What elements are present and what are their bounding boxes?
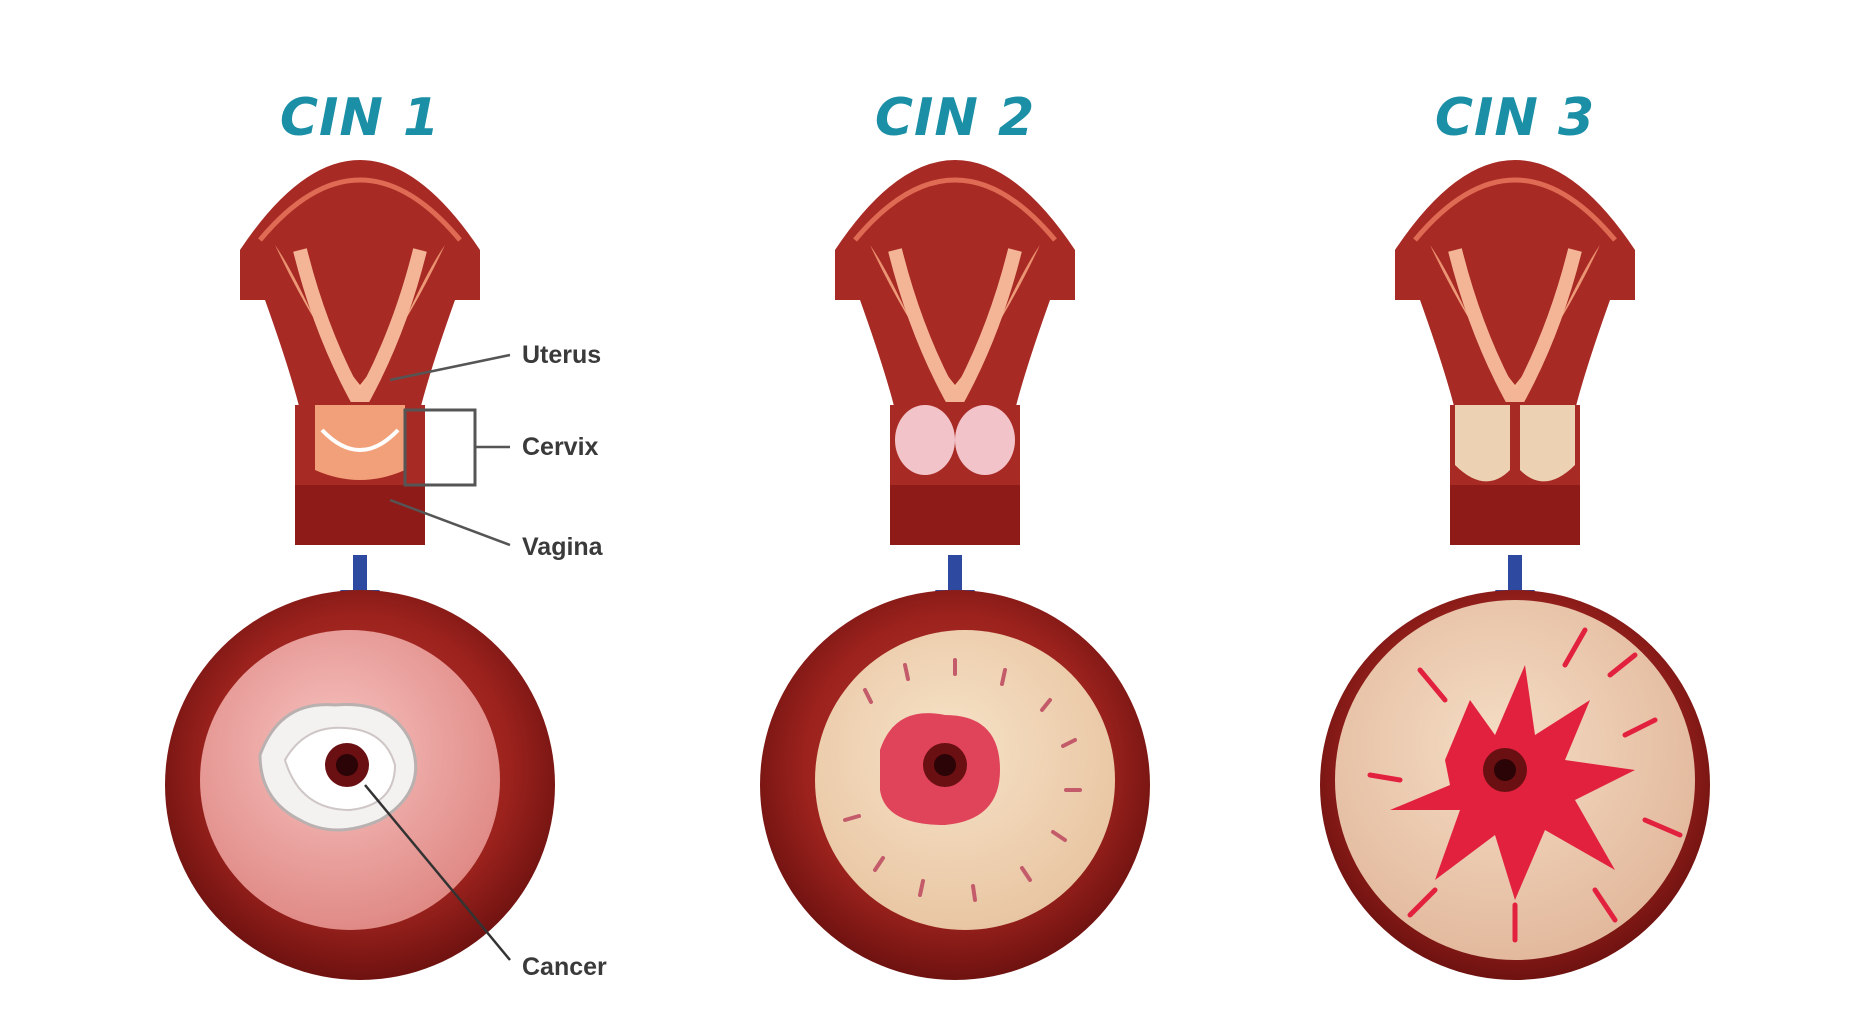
- panel-cin-1: CIN 1: [60, 0, 660, 1024]
- panel-title-cin-3: CIN 3: [1434, 88, 1596, 148]
- cervix-vagina-cross-section: [890, 405, 1020, 545]
- panel-cin-3: CIN 3: [1215, 0, 1815, 1024]
- cervix-vagina-cross-section: [295, 405, 425, 545]
- label-uterus: Uterus: [522, 341, 602, 369]
- label-cancer: Cancer: [522, 953, 607, 981]
- cervix-vagina-cross-section: [1450, 405, 1580, 545]
- uterus-leader-line: [389, 353, 511, 382]
- cin-3-illustration: [1320, 160, 1710, 980]
- vagina-leader-line: [389, 498, 511, 547]
- cervix-face-view: [760, 590, 1150, 980]
- cervix-face-view: [1320, 590, 1710, 980]
- uterus-cross-section: [1395, 160, 1635, 410]
- label-cervix: Cervix: [522, 433, 599, 461]
- uterus-cross-section: [835, 160, 1075, 410]
- panel-title-cin-1: CIN 1: [279, 88, 441, 148]
- uterus-cross-section: [240, 160, 480, 410]
- cin-1-illustration: [165, 160, 555, 980]
- cervix-face-view: [165, 590, 555, 980]
- label-vagina: Vagina: [522, 533, 603, 561]
- cancer-leader-line: [364, 784, 511, 961]
- panel-title-cin-2: CIN 2: [874, 88, 1036, 148]
- panel-cin-2: CIN 2: [655, 0, 1255, 1024]
- cin-2-illustration: [760, 160, 1150, 980]
